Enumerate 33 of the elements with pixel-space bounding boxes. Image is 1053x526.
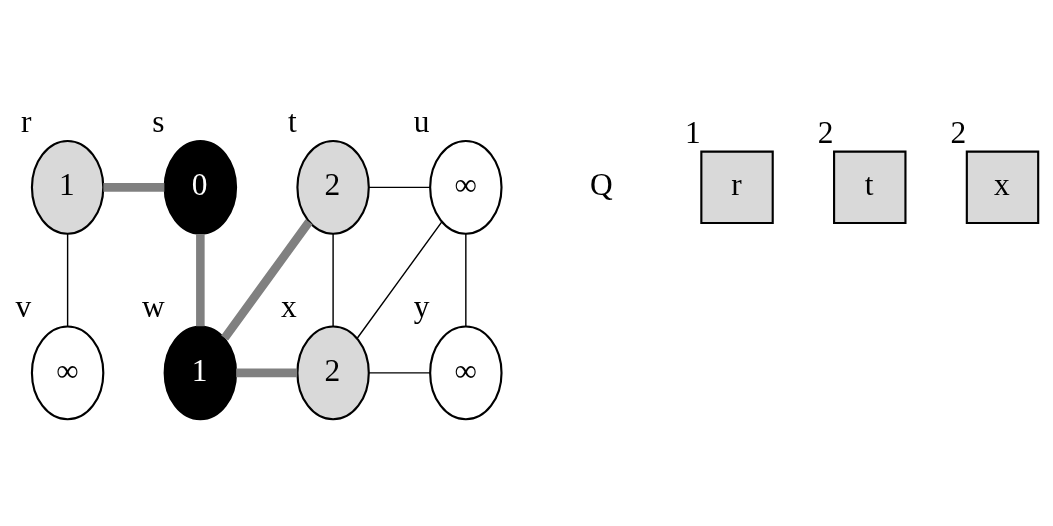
node-label: r <box>20 103 32 139</box>
node-box: t <box>833 150 907 225</box>
node-label: y <box>413 289 430 325</box>
node-label: 2 <box>817 114 834 150</box>
connector <box>66 233 69 327</box>
connector <box>356 221 443 339</box>
connector <box>196 233 205 327</box>
node-label: 2 <box>950 114 967 150</box>
node-ellipse: 1 <box>163 325 238 421</box>
connector <box>332 233 334 327</box>
node-box: x <box>965 150 1040 225</box>
node-label: x <box>281 289 297 325</box>
node-label: t <box>288 103 297 139</box>
connector <box>236 368 298 378</box>
node-box: r <box>700 150 774 225</box>
connector <box>103 183 165 192</box>
node-ellipse: ∞ <box>429 325 503 421</box>
node-label: u <box>413 103 430 139</box>
connector <box>368 186 431 189</box>
label: Q <box>590 167 613 203</box>
node-label: 1 <box>684 114 701 150</box>
connector <box>221 219 313 341</box>
node-ellipse: 2 <box>296 139 370 235</box>
node-ellipse: 0 <box>163 139 238 235</box>
connector <box>368 372 431 374</box>
node-ellipse: ∞ <box>429 139 503 235</box>
node-label: s <box>152 103 165 139</box>
node-label: w <box>141 289 165 325</box>
node-ellipse: 2 <box>296 325 370 421</box>
node-ellipse: ∞ <box>30 325 105 421</box>
node-ellipse: 1 <box>30 139 105 235</box>
connector <box>465 233 467 327</box>
node-label: v <box>15 289 32 325</box>
